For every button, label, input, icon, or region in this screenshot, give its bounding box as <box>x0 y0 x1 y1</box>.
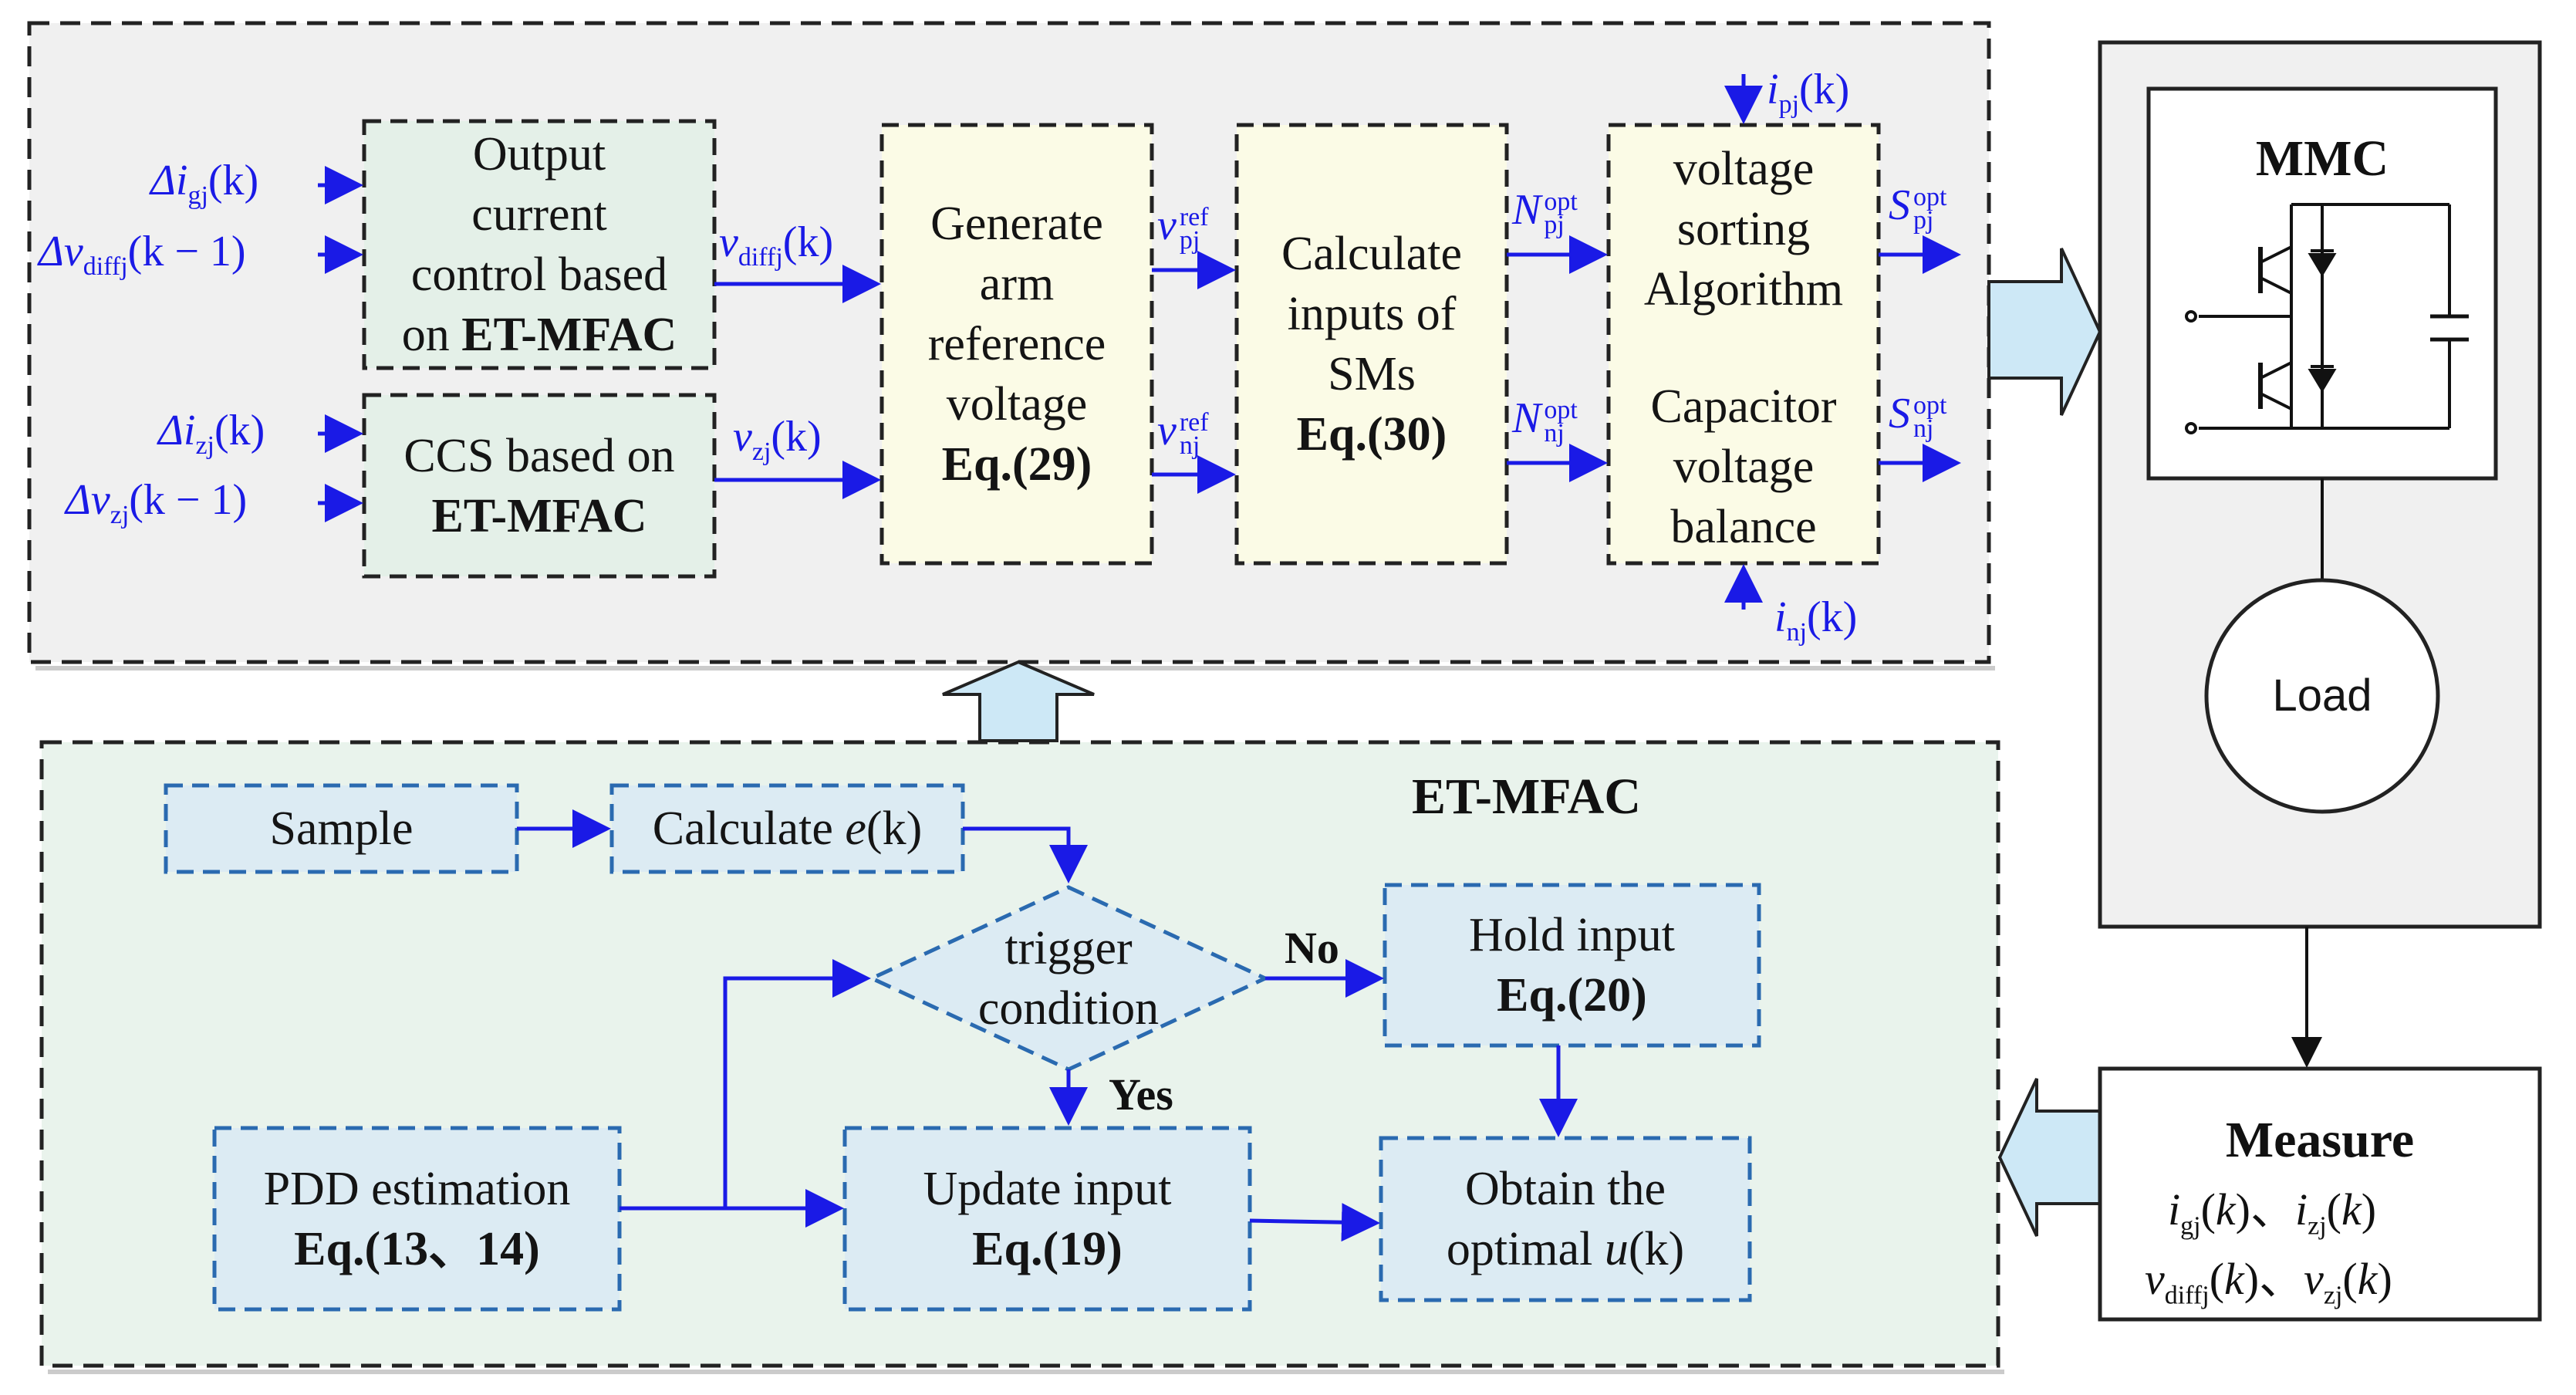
v-zj-label: vzj(k) <box>733 413 822 467</box>
delta-i-zj-label: Δizj(k) <box>158 407 265 461</box>
sort-line3: Algorithm <box>1643 263 1844 316</box>
gen-line4: voltage <box>946 378 1088 431</box>
calc-line2: inputs of <box>1287 288 1457 340</box>
obtain-optimal-block <box>1379 1136 1752 1302</box>
pdd-estimation-block <box>212 1126 622 1312</box>
measure-box <box>2098 1066 2542 1322</box>
gen-eq: Eq.(29) <box>941 438 1092 491</box>
sorting-label: voltage sorting Algorithm <box>1609 133 1879 326</box>
ccs-line2: ET-MFAC <box>431 489 647 542</box>
ccs-block <box>362 393 717 579</box>
ccs-line1: CCS based on <box>403 429 675 482</box>
i-nj-label: inj(k) <box>1774 593 1858 647</box>
trigger-condition-label: trigger condition <box>977 922 1160 1035</box>
generate-arm-ref-label: Generate arm reference voltage Eq.(29) <box>882 125 1152 563</box>
no-label: No <box>1285 923 1339 973</box>
yes-label: Yes <box>1109 1069 1173 1120</box>
fat-arrow-up <box>942 660 1095 742</box>
hold-input-label: Hold input Eq.(20) <box>1469 909 1675 1022</box>
calc-line3: SMs <box>1328 348 1416 400</box>
balance-label: Capacitor voltage balance <box>1609 370 1879 563</box>
obtain-optimal-label: Obtain the optimal u(k) <box>1446 1163 1685 1275</box>
sort-line1: voltage <box>1673 143 1815 195</box>
sort-line5: voltage <box>1673 441 1815 493</box>
measure-title: Measure <box>2225 1112 2415 1168</box>
calc-eq: Eq.(30) <box>1296 408 1447 461</box>
fat-arrow-from-measure <box>1997 1078 2102 1237</box>
calc-line1: Calculate <box>1281 228 1463 280</box>
gen-line1: Generate <box>930 198 1103 250</box>
occ-line3: control based <box>410 248 668 301</box>
hold-input-block <box>1383 883 1761 1048</box>
calculate-inputs-block <box>1234 123 1509 566</box>
delta-v-zj-label: Δvzj(k − 1) <box>66 476 248 530</box>
ccs-label: CCS based on ET-MFAC <box>364 395 714 576</box>
occ-line2: current <box>471 188 607 241</box>
generate-arm-ref-block <box>879 123 1154 566</box>
sorting-balance-block <box>1606 123 1881 566</box>
delta-i-gj-label: Δigj(k) <box>150 157 259 211</box>
occ-line4-pre: on <box>401 309 462 361</box>
et-mfac-title: ET-MFAC <box>1412 768 1641 825</box>
update-input-label: Update input Eq.(19) <box>923 1162 1172 1275</box>
sort-line4: Capacitor <box>1650 380 1837 433</box>
gen-line3: reference <box>927 318 1106 370</box>
mmc-title: MMC <box>2255 130 2389 187</box>
calculate-error-label: Calculate e(k) <box>652 802 923 855</box>
occ-line1: Output <box>472 128 606 181</box>
measure-line2: vdiffj(k)、vzj(k) <box>2145 1254 2392 1310</box>
calculate-inputs-label: Calculate inputs of SMs Eq.(30) <box>1237 125 1507 563</box>
update-input-block <box>842 1126 1252 1312</box>
v-diffj-label: vdiffj(k) <box>719 218 834 272</box>
delta-v-diffj-label: Δvdiffj(k − 1) <box>39 228 246 282</box>
output-current-control-label: Output current control based on ET-MFAC <box>364 121 714 368</box>
fat-arrow-to-mmc <box>1987 248 2102 416</box>
output-current-control-block <box>362 119 717 370</box>
submodule-circuit-icon <box>2185 203 2469 434</box>
occ-line4-bold: ET-MFAC <box>461 309 677 361</box>
gen-line2: arm <box>979 258 1055 310</box>
pdd-estimation-label: PDD estimation Eq.(13、14) <box>263 1162 571 1275</box>
load-label: Load <box>2272 670 2372 721</box>
load-circle <box>2204 578 2440 814</box>
sort-line6: balance <box>1670 501 1817 553</box>
measure-line1: igj(k)、izj(k) <box>2168 1184 2377 1241</box>
sample-label: Sample <box>269 802 414 855</box>
i-pj-label: ipj(k) <box>1767 66 1850 120</box>
sort-line2: sorting <box>1676 203 1811 255</box>
